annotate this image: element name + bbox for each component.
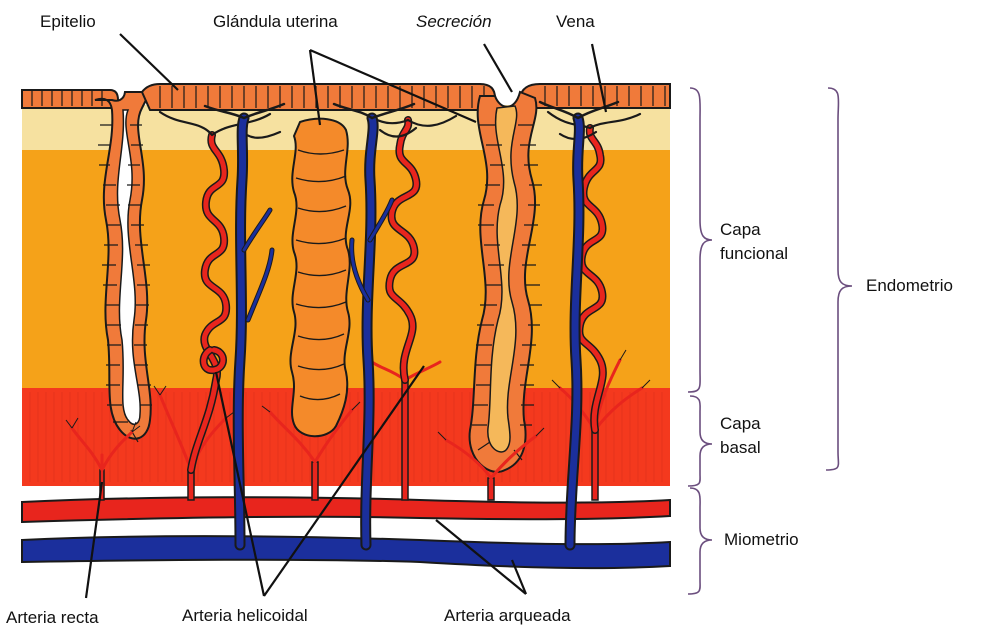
label-arteria-helicoidal: Arteria helicoidal: [182, 606, 308, 626]
label-endometrio: Endometrio: [866, 276, 953, 296]
label-capa-basal-2: basal: [720, 438, 761, 458]
brace-miometrio: [688, 488, 712, 594]
leader-epitelio: [120, 34, 178, 90]
label-miometrio: Miometrio: [724, 530, 799, 550]
brace-endometrio: [826, 88, 852, 470]
label-capa-funcional-2: funcional: [720, 244, 788, 264]
label-capa-basal-1: Capa: [720, 414, 761, 434]
label-vena: Vena: [556, 12, 595, 32]
brace-capa-basal: [688, 396, 712, 486]
label-arteria-arqueada: Arteria arqueada: [444, 606, 571, 626]
label-glandula-uterina: Glándula uterina: [213, 12, 338, 32]
braces: [688, 88, 852, 594]
brace-capa-funcional: [688, 88, 712, 392]
label-capa-funcional-1: Capa: [720, 220, 761, 240]
label-secrecion: Secreción: [416, 12, 492, 32]
label-arteria-recta: Arteria recta: [6, 608, 99, 628]
label-epitelio: Epitelio: [40, 12, 96, 32]
gland-secretion-column: [290, 119, 350, 437]
